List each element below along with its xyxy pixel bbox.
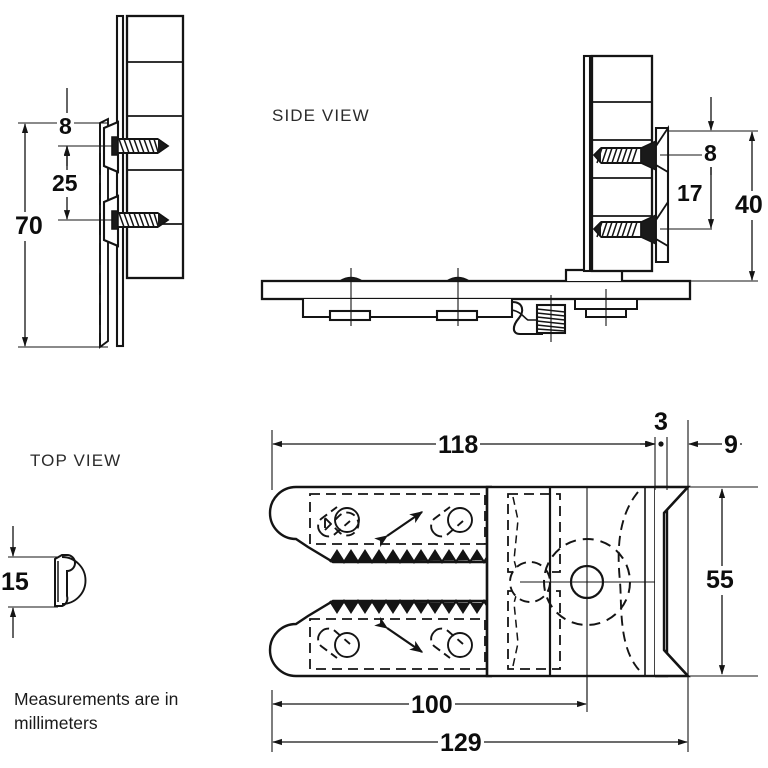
dim-text-100: 100 — [409, 691, 455, 720]
right-mounting-plate — [654, 125, 670, 264]
adjustment-arrow-lower — [374, 616, 424, 653]
screw-lower-left — [111, 210, 170, 230]
mounting-plate-profile — [99, 117, 120, 349]
dim-text-70-left: 70 — [13, 212, 45, 241]
dim-text-15: 15 — [0, 568, 31, 597]
dim-text-40-right: 40 — [733, 191, 765, 220]
dim-text-17-right: 17 — [675, 180, 705, 207]
top-view-label: TOP VIEW — [30, 451, 122, 470]
dim-text-9: 9 — [722, 431, 740, 460]
units-note-line-2: millimeters — [14, 713, 98, 733]
dim-text-8-right: 8 — [702, 140, 719, 167]
adjustment-arrow-upper — [374, 511, 424, 548]
dim-text-118: 118 — [436, 431, 481, 460]
screw-upper-right — [592, 139, 657, 172]
cam-barrel — [535, 295, 567, 342]
dim-text-55: 55 — [704, 566, 736, 595]
profile-detail-15 — [8, 526, 87, 638]
serrated-arm-upper — [268, 485, 497, 564]
right-extension-lines — [660, 130, 758, 282]
side-view-label: SIDE VIEW — [272, 106, 370, 125]
left-front-detail — [18, 14, 185, 349]
dim-text-8-left: 8 — [57, 113, 74, 140]
top-view-assembly — [268, 420, 758, 752]
serrated-arm-lower — [268, 599, 497, 678]
side-view-assembly — [260, 54, 758, 342]
dim-line-3 — [640, 440, 664, 448]
screw-upper-left — [111, 136, 170, 156]
dim-text-25-left: 25 — [50, 170, 80, 197]
dim-text-3: 3 — [652, 408, 670, 437]
screw-lower-right — [592, 213, 657, 246]
units-note-line-1: Measurements are in — [14, 689, 179, 709]
hub-body — [485, 485, 691, 700]
dim-text-129: 129 — [438, 729, 484, 758]
wall-panel-section — [115, 14, 185, 348]
